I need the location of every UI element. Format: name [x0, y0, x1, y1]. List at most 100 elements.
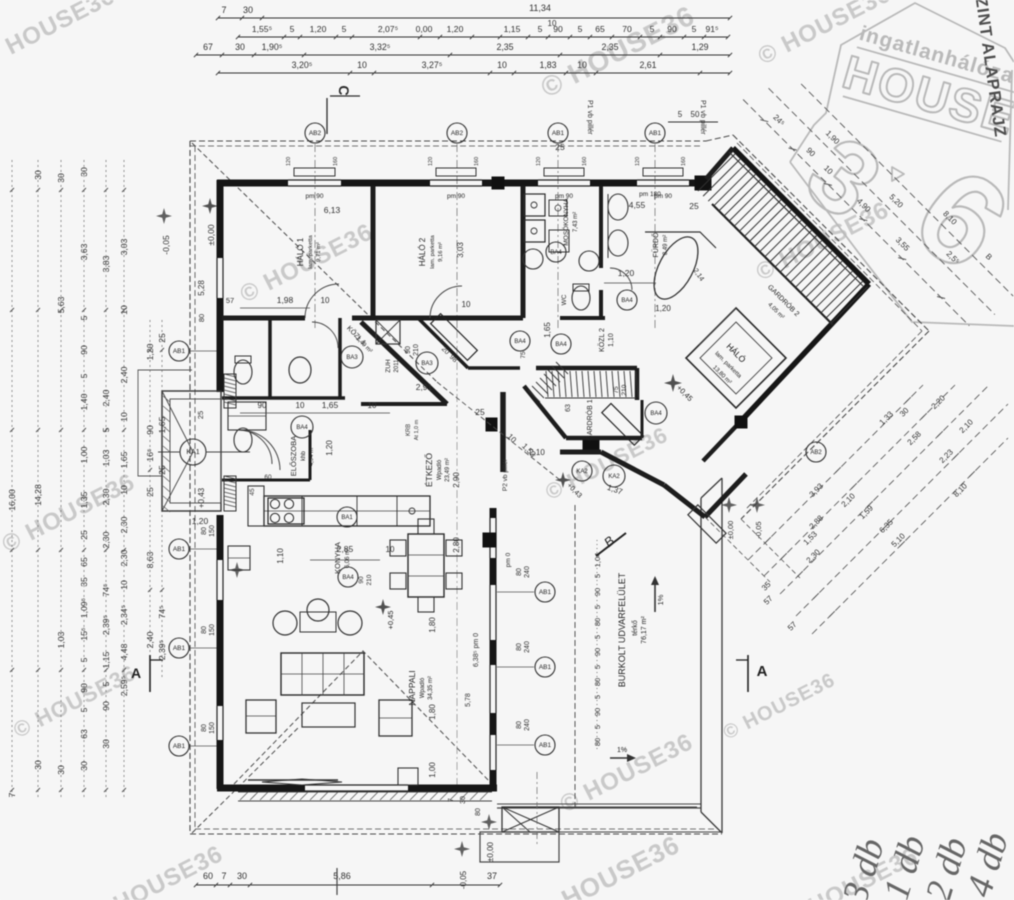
svg-text:1,20: 1,20 — [325, 440, 334, 456]
svg-text:1,15: 1,15 — [504, 24, 521, 34]
svg-text:15⁵: 15⁵ — [79, 627, 89, 641]
svg-text:1,65: 1,65 — [119, 451, 129, 468]
svg-text:5,86: 5,86 — [333, 871, 351, 881]
svg-text:ELŐSZOBA: ELŐSZOBA — [289, 436, 298, 476]
svg-text:AB2: AB2 — [810, 450, 822, 456]
svg-text:5,78: 5,78 — [465, 693, 472, 707]
svg-text:±0,00: ±0,00 — [726, 521, 735, 540]
svg-text:30: 30 — [237, 871, 247, 881]
svg-text:1,20: 1,20 — [447, 24, 464, 34]
svg-text:-0,05: -0,05 — [459, 870, 468, 889]
svg-text:4,94 m²: 4,94 m² — [309, 446, 315, 466]
svg-text:10: 10 — [119, 485, 129, 495]
svg-text:90: 90 — [258, 401, 267, 410]
svg-text:80: 80 — [197, 314, 206, 322]
svg-text:35: 35 — [79, 577, 89, 587]
svg-text:AB1: AB1 — [539, 742, 552, 749]
svg-text:90: 90 — [405, 346, 412, 354]
svg-text:70: 70 — [622, 24, 632, 34]
svg-text:120: 120 — [428, 157, 434, 166]
svg-text:3,20⁵: 3,20⁵ — [292, 60, 313, 70]
svg-text:6,38⁵ pm 0: 6,38⁵ pm 0 — [473, 633, 480, 667]
svg-text:pm 0: pm 0 — [505, 552, 512, 567]
svg-text:3,27⁵: 3,27⁵ — [422, 60, 443, 70]
svg-text:1,20: 1,20 — [192, 516, 209, 526]
svg-text:25: 25 — [475, 407, 485, 417]
svg-text:10: 10 — [497, 60, 507, 70]
svg-text:1,10: 1,10 — [276, 548, 285, 564]
svg-text:63: 63 — [79, 729, 89, 739]
svg-text:90: 90 — [553, 24, 563, 34]
svg-text:AB1: AB1 — [539, 589, 552, 596]
svg-text:160: 160 — [582, 157, 588, 166]
svg-text:30: 30 — [235, 42, 245, 52]
svg-text:75: 75 — [520, 351, 527, 359]
svg-text:1,15: 1,15 — [101, 651, 111, 668]
svg-text:BA1: BA1 — [341, 515, 353, 521]
svg-text:30: 30 — [79, 167, 89, 177]
svg-text:+0,43: +0,43 — [197, 487, 206, 508]
svg-text:90: 90 — [593, 588, 602, 596]
svg-text:3,03: 3,03 — [456, 242, 465, 258]
svg-text:30: 30 — [79, 761, 89, 771]
svg-text:80: 80 — [516, 643, 523, 651]
svg-text:AB1: AB1 — [173, 743, 186, 750]
svg-text:3,63: 3,63 — [79, 243, 89, 260]
svg-text:16,00: 16,00 — [7, 489, 17, 511]
svg-text:90: 90 — [593, 648, 602, 656]
svg-text:1,65: 1,65 — [543, 322, 552, 338]
svg-text:2,30: 2,30 — [119, 549, 129, 566]
svg-text:2,35: 2,35 — [601, 42, 618, 52]
svg-text:160: 160 — [474, 157, 480, 166]
svg-text:BURKOLT UDVARFELÜLET: BURKOLT UDVARFELÜLET — [617, 572, 627, 687]
svg-text:90: 90 — [79, 683, 89, 693]
svg-text:10: 10 — [119, 580, 129, 590]
svg-text:AB1: AB1 — [539, 664, 552, 671]
svg-text:10: 10 — [119, 412, 129, 422]
svg-text:1,00: 1,00 — [428, 762, 437, 778]
svg-text:AB1: AB1 — [552, 130, 565, 137]
svg-text:150: 150 — [209, 722, 216, 734]
svg-text:2,07⁵: 2,07⁵ — [378, 24, 399, 34]
svg-text:76,17 m²: 76,17 m² — [641, 616, 648, 644]
svg-text:pm 90: pm 90 — [305, 193, 323, 200]
svg-text:80: 80 — [593, 678, 602, 686]
svg-text:90: 90 — [667, 24, 677, 34]
svg-text:2,34⁵: 2,34⁵ — [119, 604, 129, 625]
svg-text:AB2: AB2 — [451, 130, 464, 137]
svg-text:pm 90: pm 90 — [447, 193, 465, 200]
svg-text:80: 80 — [516, 721, 523, 729]
svg-text:16⁵: 16⁵ — [145, 448, 155, 462]
svg-text:WC: WC — [561, 294, 568, 305]
svg-text:5: 5 — [79, 373, 89, 378]
svg-text:pm 90: pm 90 — [555, 193, 573, 200]
svg-text:1,03: 1,03 — [56, 631, 66, 648]
svg-text:7: 7 — [221, 871, 226, 881]
svg-text:Wpadló: Wpadló — [420, 677, 426, 698]
svg-text:MOSÓKONYHA: MOSÓKONYHA — [561, 198, 570, 246]
svg-text:2,30: 2,30 — [101, 488, 111, 505]
svg-text:74⁵: 74⁵ — [101, 583, 111, 597]
svg-text:10: 10 — [368, 401, 377, 410]
svg-text:5: 5 — [650, 24, 655, 34]
svg-text:ZUH: ZUH — [385, 359, 392, 373]
svg-text:60: 60 — [264, 474, 272, 481]
svg-text:67: 67 — [203, 42, 213, 52]
svg-text:30: 30 — [56, 765, 66, 775]
svg-text:80: 80 — [475, 808, 482, 816]
svg-text:30: 30 — [243, 5, 253, 15]
svg-text:2,85: 2,85 — [337, 544, 354, 554]
svg-text:BA4: BA4 — [555, 342, 567, 348]
svg-text:90: 90 — [358, 576, 365, 584]
svg-text:1,83: 1,83 — [539, 60, 556, 70]
svg-text:2,40: 2,40 — [101, 389, 111, 406]
svg-text:BA4: BA4 — [514, 339, 526, 345]
svg-text:7: 7 — [7, 792, 17, 797]
svg-text:63: 63 — [565, 404, 572, 412]
svg-text:BA4: BA4 — [650, 411, 662, 417]
svg-text:GARDRÓB 1: GARDRÓB 1 — [585, 399, 594, 440]
svg-text:8,49 m²: 8,49 m² — [663, 235, 669, 255]
svg-text:C: C — [336, 85, 353, 96]
svg-text:5: 5 — [79, 707, 89, 712]
svg-text:74⁵: 74⁵ — [157, 605, 167, 619]
